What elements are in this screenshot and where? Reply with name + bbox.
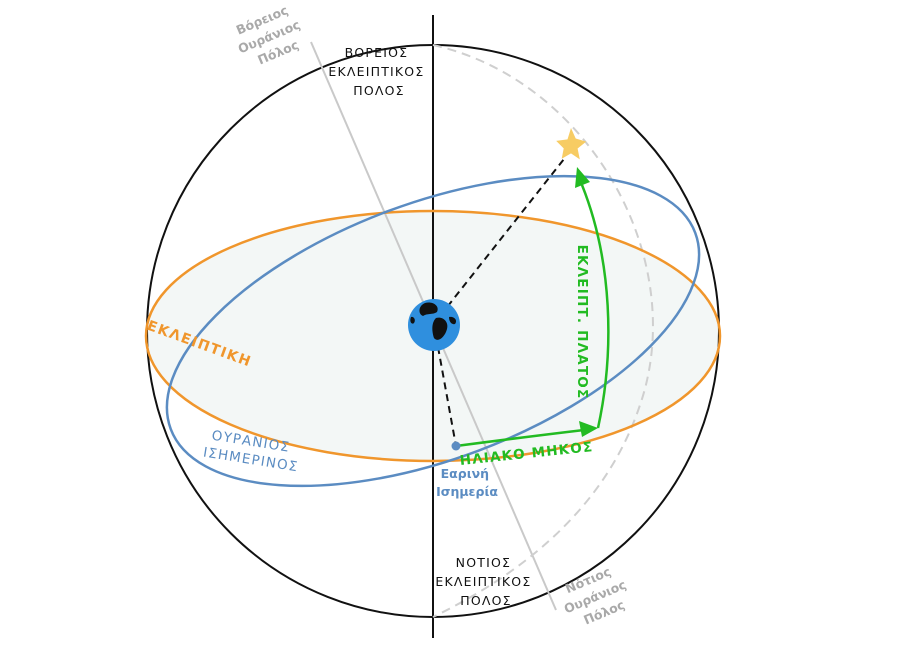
south-ecliptic-pole-label: ΝΟΤΙΟΣ ΕΚΛΕΙΠΤΙΚΟΣ ΠΟΛΟΣ	[435, 555, 536, 608]
south-celestial-pole-label: Νότιος Ουράνιος Πόλος	[555, 558, 640, 632]
vernal-equinox-line-1: Εαρινή	[441, 466, 489, 481]
equinox-direction-line	[437, 346, 457, 447]
north-celestial-pole-label: Βόρειος Ουράνιος Πόλος	[229, 0, 314, 73]
south-ecliptic-pole-line-1: ΝΟΤΙΟΣ	[456, 555, 511, 570]
south-ecliptic-pole-line-3: ΠΟΛΟΣ	[460, 593, 512, 608]
north-ecliptic-pole-line-1: ΒΟΡΕΙΟΣ	[345, 45, 409, 60]
north-ecliptic-pole-line-2: ΕΚΛΕΙΠΤΙΚΟΣ	[328, 64, 424, 79]
ecliptic-meridian	[432, 44, 654, 618]
star-direction-line	[439, 158, 565, 317]
earth-icon	[408, 299, 460, 351]
north-ecliptic-pole-line-3: ΠΟΛΟΣ	[353, 83, 405, 98]
star-icon	[556, 128, 587, 160]
ecliptic-circle	[144, 209, 722, 463]
vernal-equinox-label: Εαρινή Ισημερία	[436, 466, 498, 499]
vernal-equinox-point	[451, 441, 461, 451]
celestial-equator-circle	[165, 174, 701, 488]
north-ecliptic-pole-label: ΒΟΡΕΙΟΣ ΕΚΛΕΙΠΤΙΚΟΣ ΠΟΛΟΣ	[328, 45, 429, 98]
ecliptic-latitude-arrowhead	[575, 167, 590, 188]
south-ecliptic-pole-line-2: ΕΚΛΕΙΠΤΙΚΟΣ	[435, 574, 531, 589]
ecliptic-latitude-label: ΕΚΛΕΙΠΤ. ΠΛΑΤΟΣ	[574, 245, 590, 400]
ecliptic-latitude-arrow	[580, 184, 610, 429]
ecliptic-longitude-arrow	[455, 428, 585, 448]
vernal-equinox-line-2: Ισημερία	[436, 484, 498, 499]
ecliptic-longitude-arrowhead	[579, 421, 598, 437]
